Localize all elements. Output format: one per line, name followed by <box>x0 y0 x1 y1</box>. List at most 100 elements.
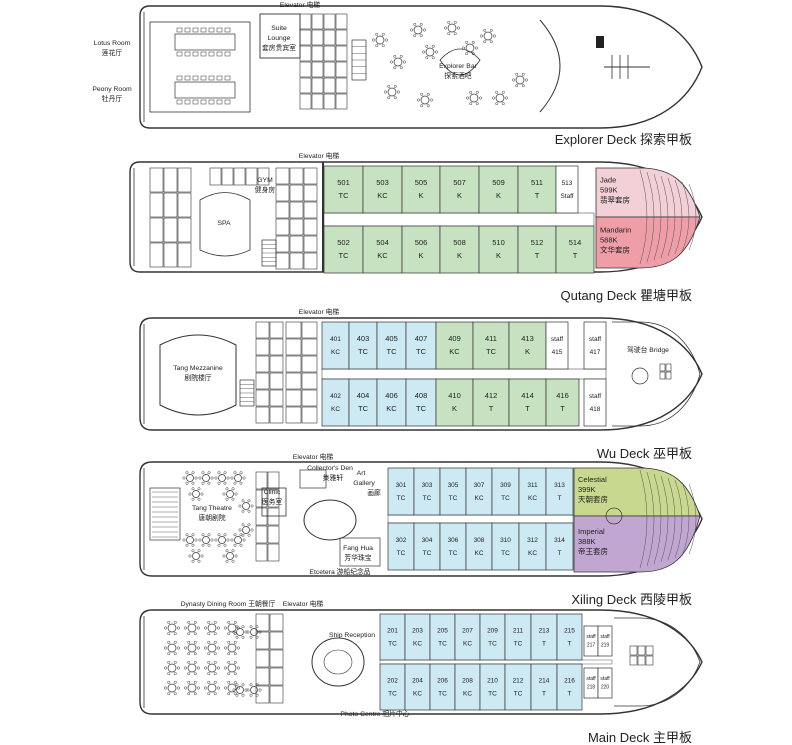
chair <box>224 626 227 630</box>
chair <box>505 96 508 100</box>
chair <box>475 46 478 50</box>
cabin-box <box>439 165 480 214</box>
cabin-number: 416 <box>556 391 569 400</box>
service-room <box>149 192 164 218</box>
dining-table <box>187 663 197 673</box>
area-label: 剧院楼厅 <box>184 373 211 382</box>
cabin-box <box>478 225 519 274</box>
service-room <box>163 217 178 243</box>
bar-table <box>425 47 435 57</box>
cabin-box <box>583 321 607 370</box>
corridor-wall <box>322 162 324 272</box>
conference-table <box>174 81 236 99</box>
chair <box>177 686 180 690</box>
chair <box>242 538 246 542</box>
cabin-type: KC <box>474 495 483 502</box>
dining-table <box>167 623 177 633</box>
chair <box>226 538 230 542</box>
dining-table <box>167 683 177 693</box>
bow-rail <box>674 179 683 255</box>
chair <box>225 487 229 491</box>
hull-outline <box>139 5 703 129</box>
chair <box>192 27 199 33</box>
suite-name: Celestial <box>578 475 607 484</box>
service-room <box>285 321 302 339</box>
cabin-number: staff <box>589 393 601 400</box>
cabin-type: KC <box>463 640 472 647</box>
cabin-number: 201 <box>387 627 398 634</box>
cabin-box <box>518 467 547 516</box>
cabin-number: 301 <box>396 482 407 489</box>
chair <box>167 620 171 624</box>
chair <box>187 660 191 664</box>
service-room <box>255 613 270 632</box>
chair <box>419 34 423 38</box>
service-room <box>289 252 304 270</box>
bow-rail <box>646 171 655 263</box>
bar-table <box>413 25 423 35</box>
chair <box>385 38 388 42</box>
service-room <box>645 655 654 666</box>
chair <box>381 44 385 48</box>
cabin-number: 203 <box>412 627 423 634</box>
cabin-number: 216 <box>564 677 575 684</box>
cabin-number: 309 <box>500 482 511 489</box>
area-label: Lotus Room <box>94 40 131 47</box>
bar-table <box>387 87 397 97</box>
deck-title: Qutang Deck 瞿塘甲板 <box>561 288 693 303</box>
chair <box>241 499 245 503</box>
chair <box>217 686 220 690</box>
chair <box>204 626 207 630</box>
chair <box>475 90 479 94</box>
service-room <box>323 77 336 94</box>
cabin-box <box>597 667 613 699</box>
clinic-room <box>261 487 287 517</box>
suite-code: 588K <box>600 236 618 245</box>
suite-name: Imperial <box>578 527 605 536</box>
cabin-type: K <box>525 347 530 356</box>
cabin-type: TC <box>514 640 523 647</box>
chair <box>224 646 227 650</box>
cabin-type: T <box>489 404 494 413</box>
chair <box>237 666 240 670</box>
cabin-type: TC <box>501 495 510 502</box>
chair <box>420 104 424 108</box>
cabin-number: 505 <box>415 178 428 187</box>
chair <box>201 533 205 537</box>
theatre-table <box>192 552 200 560</box>
area-label: Elevator 电梯 <box>280 0 321 9</box>
chair <box>192 75 199 81</box>
service-room <box>637 655 646 666</box>
suite-code: 599K <box>600 186 618 195</box>
service-room <box>299 45 312 62</box>
bar-table <box>420 95 430 105</box>
cabin-type: TC <box>438 640 447 647</box>
chair <box>204 666 207 670</box>
cabin-box <box>387 522 415 571</box>
cabin-type: TC <box>397 495 406 502</box>
chair <box>246 688 250 692</box>
service-room <box>257 167 270 186</box>
cabin-number: 414 <box>521 391 534 400</box>
cabin-box <box>472 321 510 370</box>
chair <box>191 549 195 553</box>
service-room <box>659 363 666 372</box>
chair <box>187 692 191 696</box>
cabin-number: 208 <box>462 677 473 684</box>
service-room <box>269 667 284 686</box>
bow-rail <box>653 473 662 565</box>
cabin-box <box>439 225 480 274</box>
chair <box>200 554 204 558</box>
chair <box>235 693 239 697</box>
chair <box>173 692 177 696</box>
theatre-table <box>192 490 200 498</box>
theatre-table <box>186 536 194 544</box>
chair <box>512 78 515 82</box>
